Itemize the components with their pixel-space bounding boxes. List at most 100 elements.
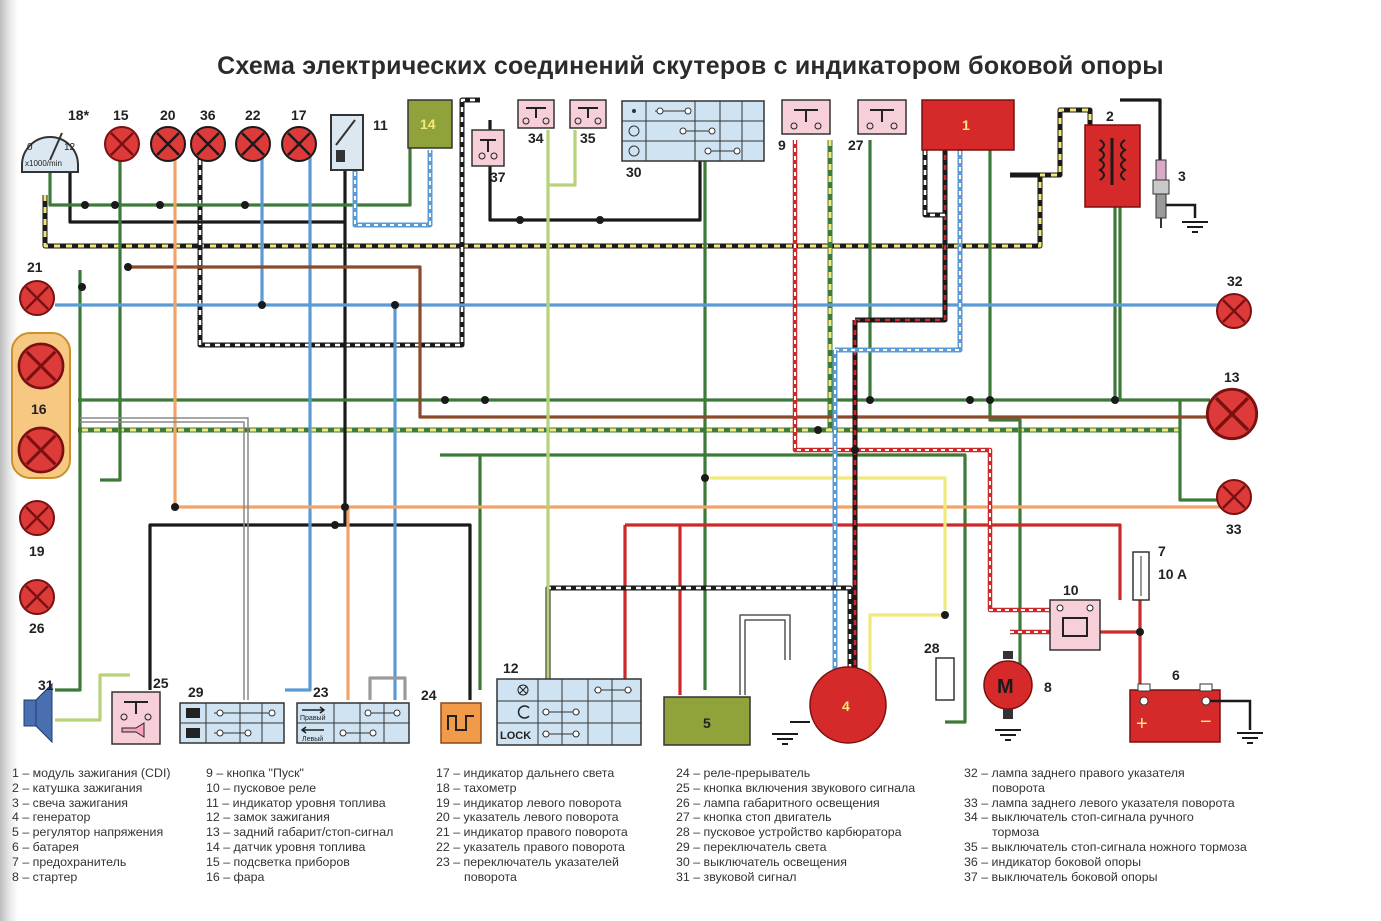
legend-item: 7 – предохранитель [12,854,127,869]
lamp-36-icon [190,126,226,162]
label-7: 7 [1158,543,1166,559]
lamp-17-icon [281,126,317,162]
wire-black [68,150,347,690]
wire-brown [128,265,1210,419]
legend-item: 19 – индикатор левого поворота [436,795,622,810]
label-26: 26 [29,620,45,636]
legend-item: 8 – стартер [12,869,78,884]
legend-item: 35 – выключатель стоп-сигнала ножного то… [964,839,1247,854]
legend-item: 36 – индикатор боковой опоры [964,854,1141,869]
label-22: 22 [245,107,261,123]
legend-column-1: 1 – модуль зажигания (CDI) 2 – катушка з… [12,766,171,884]
legend-item: 23 – переключатель указателей [436,854,619,869]
lamp-32-icon [1215,292,1253,330]
legend-item: 29 – переключатель света [676,839,827,854]
label-25: 25 [153,675,169,691]
wire-green [48,145,412,207]
lamp-26-icon [18,578,56,616]
horn-button-icon [111,691,161,745]
wire-yellow [710,476,947,610]
legend-item: 20 – указатель левого поворота [436,810,619,825]
label-17: 17 [291,107,307,123]
lighting-switch-block [621,100,765,162]
legend-item: 18 – тахометр [436,780,517,795]
ground-icon [771,733,799,745]
label-12: 12 [503,660,519,676]
legend-item: 10 – пусковое реле [206,780,317,795]
label-36: 36 [200,107,216,123]
page-binding-shadow [0,0,18,921]
legend-item: 12 – замок зажигания [206,810,330,825]
spark-plug-icon [1152,159,1197,228]
lock-text: LOCK [500,730,531,742]
lamp-22-icon [235,126,271,162]
label-23: 23 [313,684,329,700]
label-20: 20 [160,107,176,123]
battery-icon [1129,683,1252,743]
brake-switch-35-icon [569,99,607,129]
legend-item: 22 – указатель правого поворота [436,839,625,854]
legend-item: 27 – кнопка стоп двигатель [676,810,832,825]
wire-light-green [546,130,577,187]
legend-item: 24 – реле-прерыватель [676,766,811,780]
flasher-relay-icon [440,702,482,744]
ignition-coil-icon [1084,124,1141,208]
legend-item: поворота [992,780,1045,795]
label-fuse-rating: 10 A [1158,566,1187,582]
label-37: 37 [490,169,506,185]
horn-speaker-icon [23,682,53,744]
lamp-13-icon [1205,387,1259,441]
start-relay-icon [1049,599,1101,651]
legend-item: 16 – фара [206,869,265,884]
label-6: 6 [1172,667,1180,683]
tacho-scale-max: 12 [64,142,76,153]
label-30: 30 [626,164,642,180]
legend-item: 13 – задний габарит/стоп-сигнал [206,825,394,840]
ground-icon [994,729,1022,741]
diagram-title: Схема электрических соединений скутеров … [217,52,1164,80]
legend-item: 14 – датчик уровня топлива [206,839,366,854]
brake-switch-34-icon [517,99,555,129]
fuel-gauge-icon [330,114,364,171]
battery-plus: + [1136,713,1148,735]
legend-item: 5 – регулятор напряжения [12,825,164,840]
label-31: 31 [38,677,54,693]
starter-motor-icon [983,651,1033,719]
label-19: 19 [29,543,45,559]
tacho-scale-min: 0 [27,142,33,153]
legend-item: 17 – индикатор дальнего света [436,766,615,780]
legend-item: 6 – батарея [12,839,80,854]
wire-red [625,523,1122,600]
headlight-16 [11,332,71,479]
legend-item: 37 – выключатель боковой опоры [964,869,1158,884]
legend-column-2: 9 – кнопка "Пуск" 10 – пусковое реле 11 … [206,766,393,884]
label-33: 33 [1226,521,1242,537]
legend-item: 4 – генератор [12,810,91,825]
legend-item: 34 – выключатель стоп-сигнала ручного [964,810,1194,825]
fuel-level-sensor [407,99,453,149]
label-29: 29 [188,684,204,700]
battery-minus: − [1200,711,1212,733]
carburetor-starter [935,657,955,701]
legend-item: 11 – индикатор уровня топлива [206,795,386,810]
legend-item: 15 – подсветка приборов [206,854,350,869]
label-10: 10 [1063,582,1079,598]
start-button-icon [781,99,831,135]
label-28: 28 [924,640,940,656]
legend-column-3: 17 – индикатор дальнего света 18 – тахом… [436,766,628,884]
label-32: 32 [1227,273,1243,289]
legend-item: 25 – кнопка включения звукового сигнала [676,780,916,795]
lamp-15-icon [103,125,141,163]
label-21: 21 [27,259,43,275]
lamp-21-icon [18,279,56,317]
legend-item: 32 – лампа заднего правого указателя [964,766,1185,780]
tachometer-gauge: 18* 0 12 x1000/min [21,107,90,173]
voltage-regulator [663,696,751,746]
label-4: 4 [842,698,850,714]
legend-item: 3 – свеча зажигания [12,795,128,810]
motor-letter: M [997,676,1014,698]
wire-green-yellow [78,140,833,433]
legend-item: 26 – лампа габаритного освещения [676,795,880,810]
label-11: 11 [373,117,388,133]
label-9: 9 [778,137,786,153]
